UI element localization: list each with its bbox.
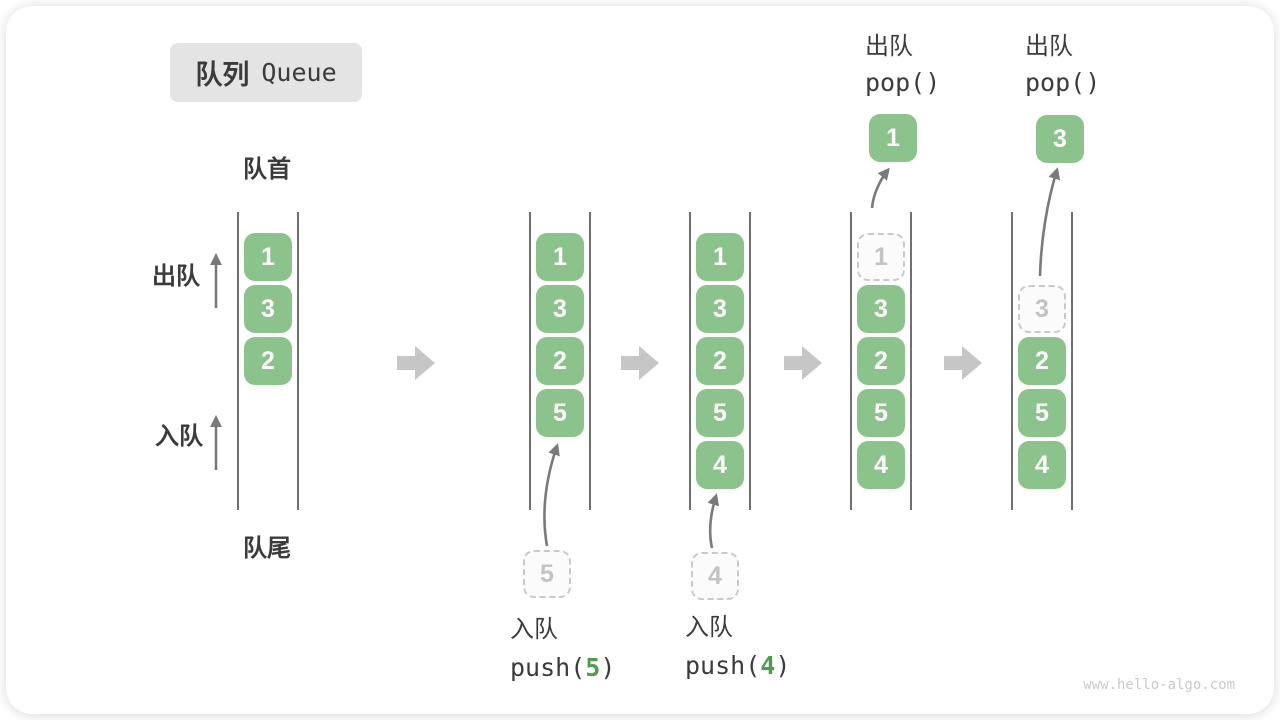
popped-block: 1 bbox=[869, 114, 917, 162]
queue-block: 1 bbox=[536, 233, 584, 281]
label-dequeue-side: 出队 bbox=[152, 263, 200, 290]
queue-block: 2 bbox=[536, 337, 584, 385]
watermark: www.hello-algo.com bbox=[1083, 677, 1235, 693]
queue-block: 5 bbox=[696, 389, 744, 437]
popped-block: 3 bbox=[1036, 115, 1084, 163]
stage-action-label: 出队 bbox=[865, 33, 913, 60]
queue-block: 3 bbox=[536, 285, 584, 333]
stage-code-label: pop() bbox=[865, 68, 941, 97]
title-en: Queue bbox=[261, 58, 337, 87]
queue-block: 1 bbox=[244, 233, 292, 281]
ghost-block-removed: 3 bbox=[1018, 285, 1066, 333]
queue-block: 2 bbox=[857, 337, 905, 385]
title-zh: 队列 bbox=[195, 60, 250, 90]
ghost-block-incoming: 5 bbox=[523, 550, 571, 598]
stage-code-label: pop() bbox=[1025, 68, 1101, 97]
label-enqueue-side: 入队 bbox=[155, 423, 203, 450]
stage-action-label: 出队 bbox=[1025, 33, 1073, 60]
queue-block: 2 bbox=[244, 337, 292, 385]
label-queue-front: 队首 bbox=[243, 156, 291, 183]
queue-block: 5 bbox=[536, 389, 584, 437]
queue-block: 4 bbox=[1018, 441, 1066, 489]
label-queue-rear: 队尾 bbox=[243, 535, 291, 562]
stage-action-label: 入队 bbox=[685, 614, 733, 641]
queue-block: 2 bbox=[696, 337, 744, 385]
stage-code-label: push(4) bbox=[685, 651, 791, 680]
queue-block: 5 bbox=[857, 389, 905, 437]
stage-action-label: 入队 bbox=[510, 616, 558, 643]
title-badge: 队列 Queue bbox=[170, 43, 362, 102]
ghost-block-removed: 1 bbox=[857, 233, 905, 281]
queue-block: 5 bbox=[1018, 389, 1066, 437]
queue-block: 4 bbox=[857, 441, 905, 489]
stage-code-label: push(5) bbox=[510, 653, 616, 682]
queue-block: 1 bbox=[696, 233, 744, 281]
queue-block: 2 bbox=[1018, 337, 1066, 385]
diagram-card bbox=[6, 6, 1274, 714]
ghost-block-incoming: 4 bbox=[691, 552, 739, 600]
queue-block: 3 bbox=[696, 285, 744, 333]
queue-block: 3 bbox=[244, 285, 292, 333]
queue-block: 3 bbox=[857, 285, 905, 333]
queue-block: 4 bbox=[696, 441, 744, 489]
